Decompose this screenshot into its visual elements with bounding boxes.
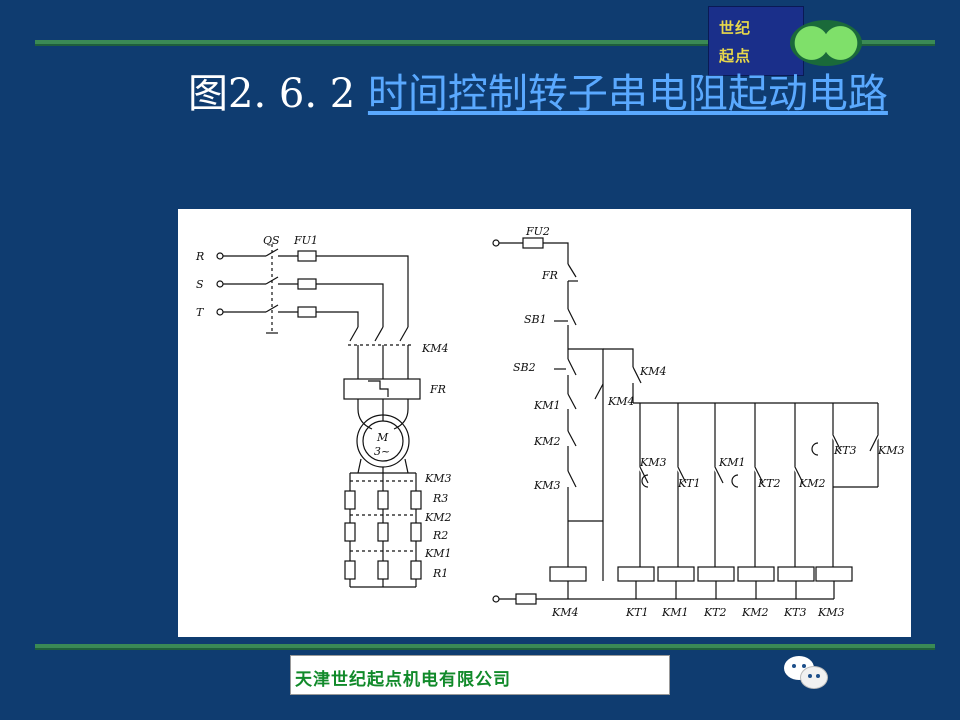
logo-text-line2: 起点 bbox=[719, 47, 752, 65]
wechat-icon[interactable] bbox=[784, 654, 830, 694]
company-banner: 天津世纪起点机电有限公司 bbox=[290, 655, 670, 695]
wechat-eye-dot bbox=[816, 674, 820, 678]
label-coil-km4: KM4 bbox=[551, 606, 578, 619]
label-km2-nc: KM2 bbox=[533, 435, 560, 448]
label-t: T bbox=[196, 306, 205, 319]
wechat-eye-dot bbox=[802, 664, 806, 668]
circuit-diagram: R S T QS FU1 KM4 FR M 3~ KM3 R3 KM2 R2 K… bbox=[195, 225, 904, 619]
label-fu1: FU1 bbox=[293, 234, 318, 247]
label-sb1: SB1 bbox=[524, 313, 547, 326]
label-coil-kt3: KT3 bbox=[783, 606, 807, 619]
label-km4-hold: KM4 bbox=[607, 395, 634, 408]
label-km1-nc: KM1 bbox=[533, 399, 560, 412]
wechat-eye-dot bbox=[792, 664, 796, 668]
label-km2-branch: KM2 bbox=[798, 477, 825, 490]
label-coil-km3: KM3 bbox=[817, 606, 844, 619]
title-link[interactable]: 时间控制转子串电阻起动电路 bbox=[367, 71, 888, 117]
label-r2: R2 bbox=[432, 529, 448, 542]
label-r3: R3 bbox=[432, 492, 448, 505]
label-fr-ctrl: FR bbox=[541, 269, 558, 282]
label-km1-rotor: KM1 bbox=[424, 547, 451, 560]
terminal-s bbox=[216, 280, 224, 288]
label-coil-km1: KM1 bbox=[661, 606, 688, 619]
wechat-bubble-small bbox=[800, 666, 828, 689]
label-km1-branch: KM1 bbox=[718, 456, 745, 469]
label-coil-kt2: KT2 bbox=[703, 606, 727, 619]
label-motor-3: 3~ bbox=[374, 445, 390, 458]
label-motor-m: M bbox=[376, 431, 389, 444]
label-r1: R1 bbox=[432, 567, 448, 580]
label-km3-branch: KM3 bbox=[639, 456, 666, 469]
slide-title: 图2. 6. 2 时间控制转子串电阻起动电路 bbox=[188, 66, 908, 122]
bottom-rule bbox=[35, 644, 935, 650]
label-r: R bbox=[195, 250, 204, 263]
label-coil-km2: KM2 bbox=[741, 606, 768, 619]
label-km3-rotor: KM3 bbox=[424, 472, 451, 485]
label-kt1-branch: KT1 bbox=[677, 477, 701, 490]
label-qs: QS bbox=[263, 234, 280, 247]
label-km4-main: KM4 bbox=[421, 342, 448, 355]
label-kt3-branch: KT3 bbox=[833, 444, 857, 457]
circuit-diagram-panel: R S T QS FU1 KM4 FR M 3~ KM3 R3 KM2 R2 K… bbox=[178, 209, 911, 637]
label-fr-main: FR bbox=[429, 383, 446, 396]
label-coil-kt1: KT1 bbox=[625, 606, 649, 619]
figure-number: 图2. 6. 2 bbox=[188, 71, 368, 117]
logo-box: 世纪 起点 bbox=[708, 6, 804, 76]
terminal-r bbox=[216, 252, 224, 260]
logo-text-line1: 世纪 bbox=[719, 19, 752, 37]
label-km3-nc: KM3 bbox=[533, 479, 560, 492]
top-rule bbox=[35, 40, 935, 46]
label-kt2-branch: KT2 bbox=[757, 477, 781, 490]
label-km2-rotor: KM2 bbox=[424, 511, 451, 524]
globe-logo-icon bbox=[790, 20, 862, 66]
label-km4-top: KM4 bbox=[639, 365, 666, 378]
label-sb2: SB2 bbox=[513, 361, 536, 374]
terminal-t bbox=[216, 308, 224, 316]
company-name: 天津世纪起点机电有限公司 bbox=[295, 670, 511, 690]
wechat-eye-dot bbox=[808, 674, 812, 678]
label-s: S bbox=[196, 278, 204, 291]
label-fu2: FU2 bbox=[525, 225, 550, 238]
label-km3-branch2: KM3 bbox=[877, 444, 904, 457]
